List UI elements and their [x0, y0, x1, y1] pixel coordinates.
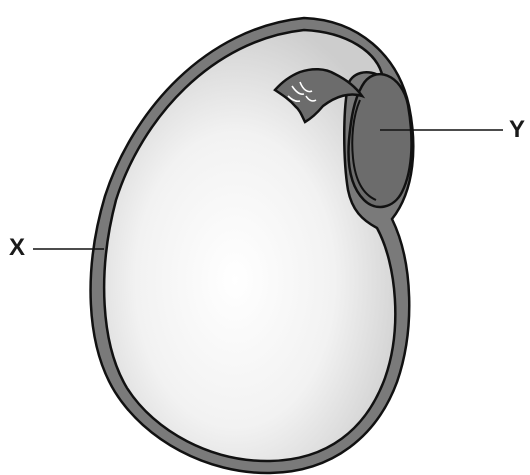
label-y: Y — [509, 118, 525, 142]
label-x: X — [9, 236, 25, 260]
